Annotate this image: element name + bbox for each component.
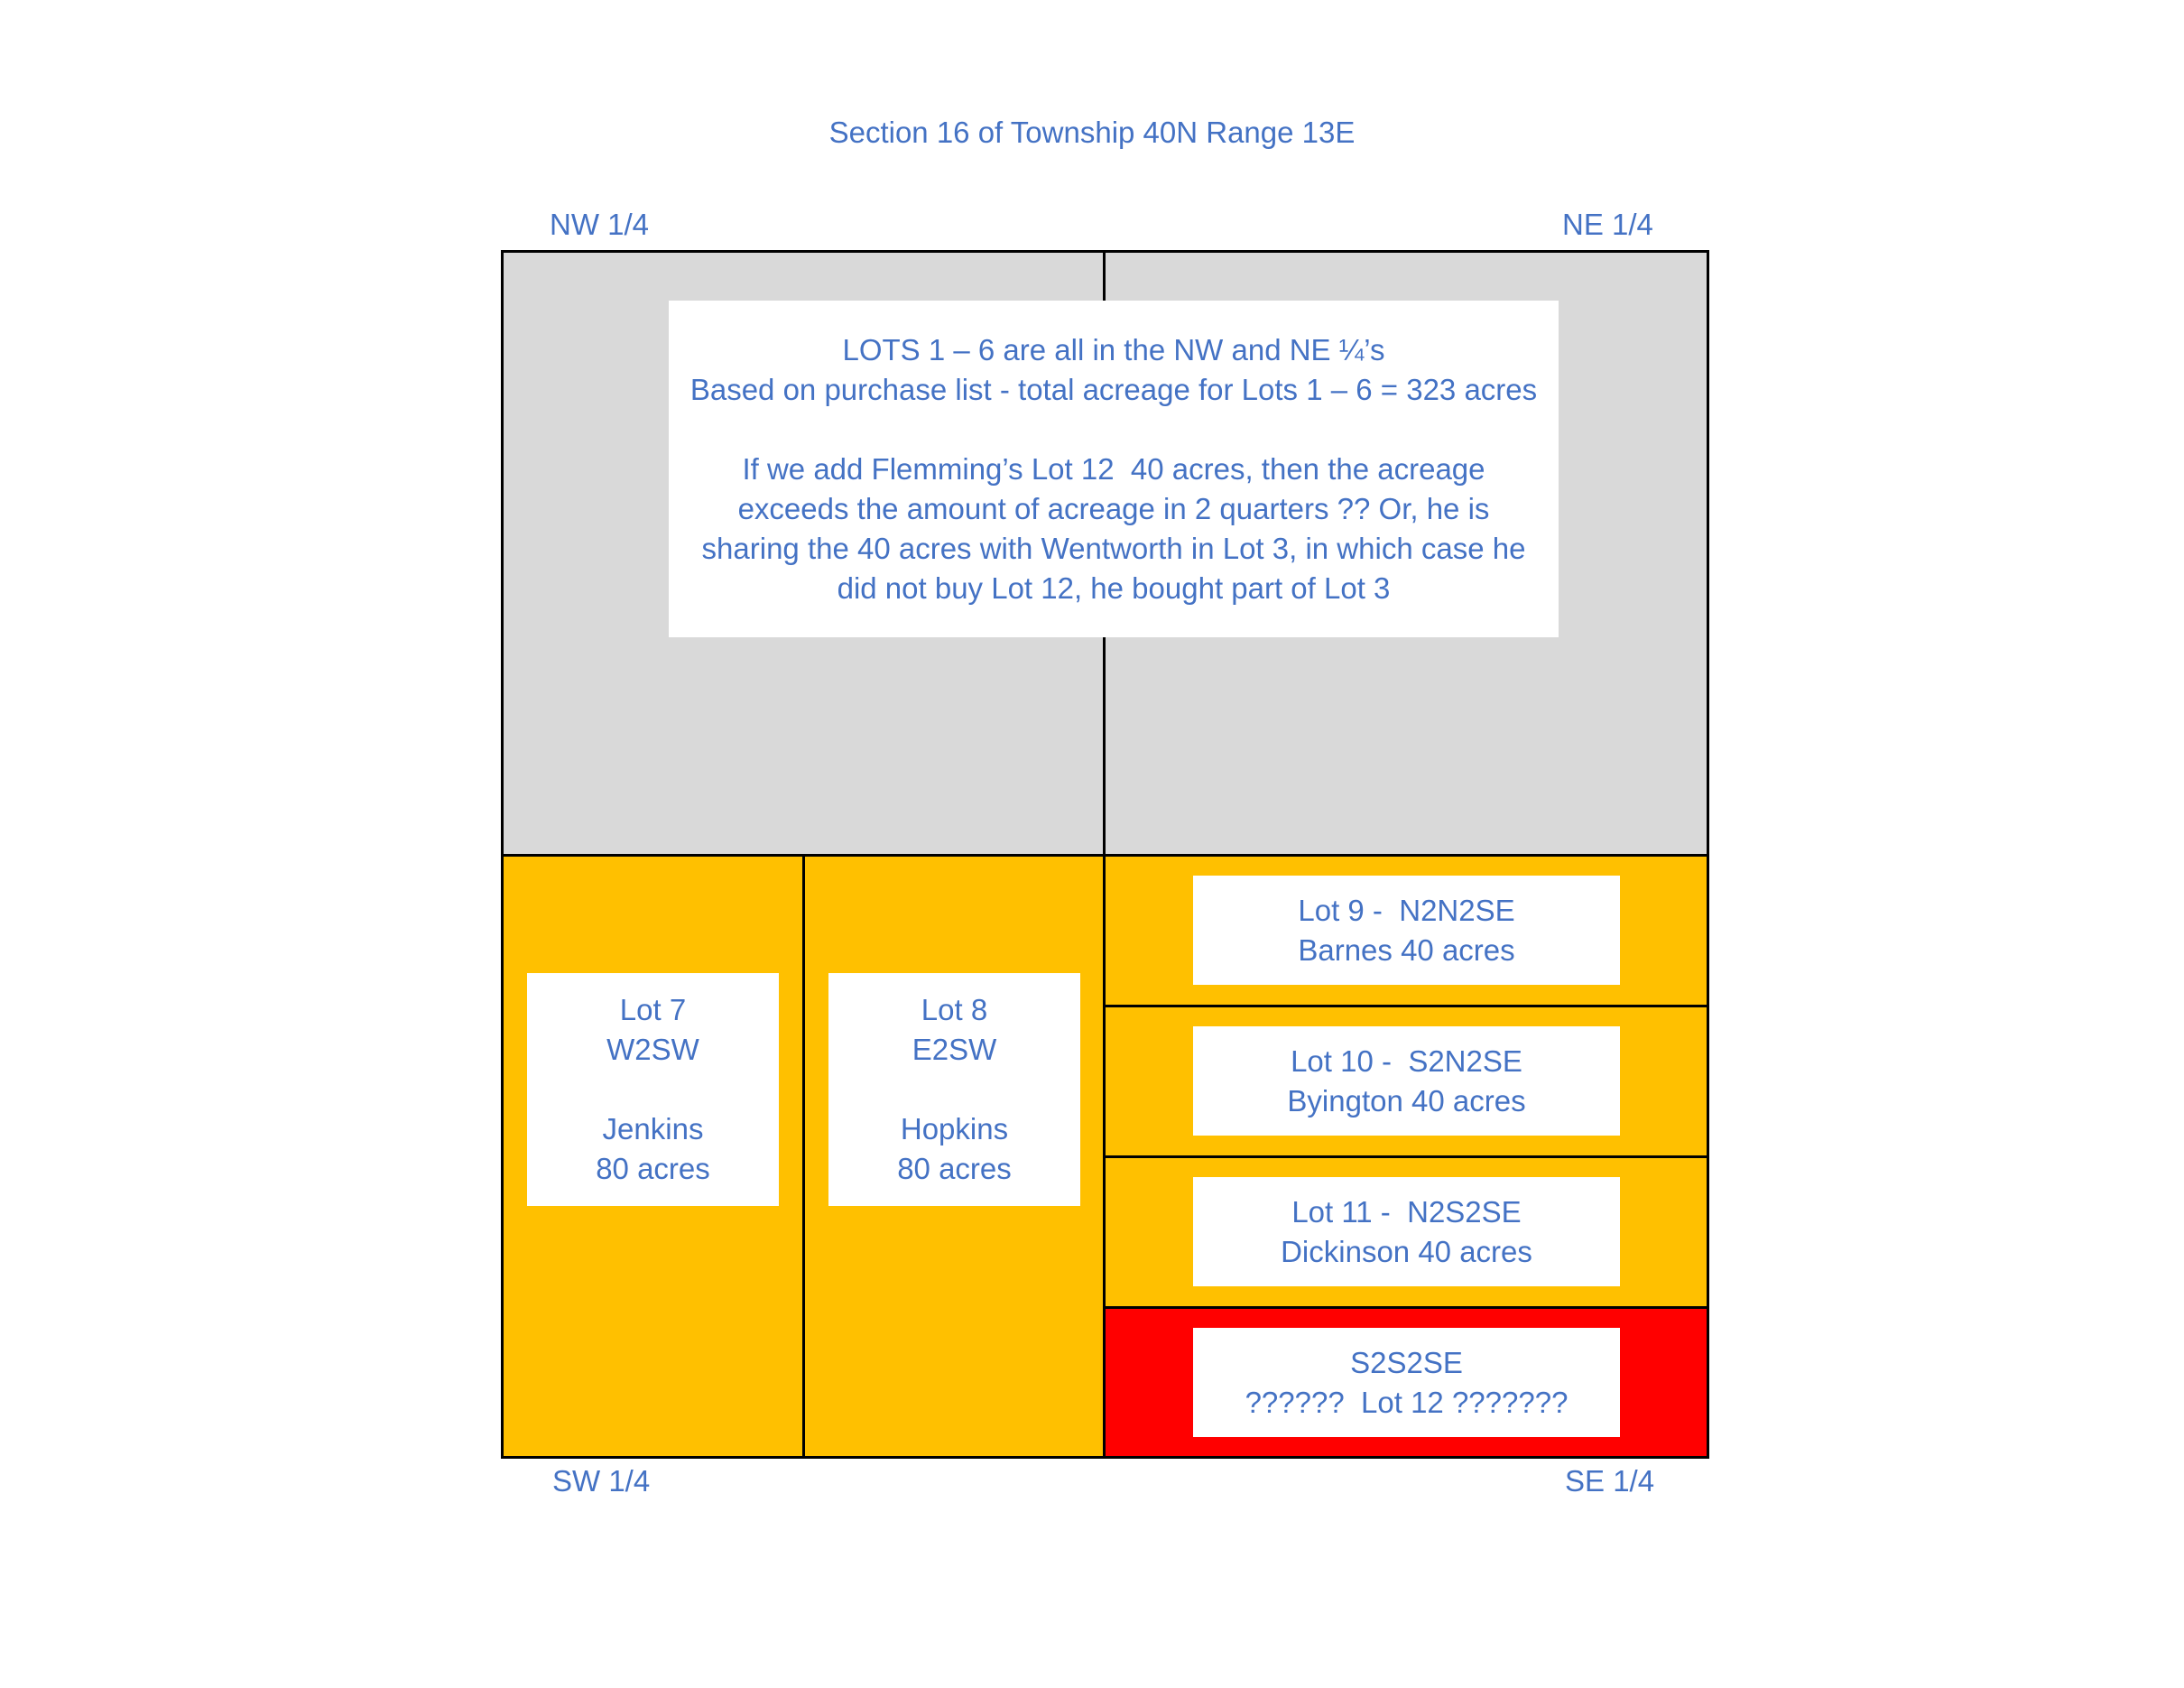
lot9-owner: Barnes 40 acres [1298,932,1515,967]
lot9-title: Lot 9 - N2N2SE [1298,893,1515,927]
lot8-description: E2SW [912,1033,997,1066]
east-west-divider [501,854,1707,857]
north-note-line: exceeds the amount of acreage in 2 quart… [737,491,1490,525]
lot11-box: Lot 11 - N2S2SE Dickinson 40 acres [1193,1177,1620,1286]
lot10-title: Lot 10 - S2N2SE [1291,1043,1522,1078]
lot8-acres: 80 acres [897,1152,1012,1185]
lot7-description: W2SW [606,1033,699,1066]
lot8-box: Lot 8 E2SW Hopkins 80 acres [828,973,1080,1206]
north-note-line: did not buy Lot 12, he bought part of Lo… [837,570,1391,605]
lot11-lot12-divider [1103,1306,1707,1309]
north-note-line: If we add Flemming’s Lot 12 40 acres, th… [742,451,1485,486]
se-quarter-label: SE 1/4 [1565,1464,1655,1498]
lot7-acres: 80 acres [596,1152,710,1185]
ne-quarter-label: NE 1/4 [1562,208,1653,241]
lot7-owner: Jenkins [602,1112,704,1145]
lot7-box: Lot 7 W2SW Jenkins 80 acres [527,973,779,1206]
lot8-number: Lot 8 [921,993,988,1026]
lot10-lot11-divider [1103,1155,1707,1158]
lot12-box: S2S2SE ?????? Lot 12 ??????? [1193,1328,1620,1437]
lot9-box: Lot 9 - N2N2SE Barnes 40 acres [1193,876,1620,985]
sw-quarter-label: SW 1/4 [552,1464,651,1498]
lot7-number: Lot 7 [619,993,687,1026]
lot8-owner: Hopkins [900,1112,1009,1145]
north-note-line: Based on purchase list - total acreage f… [689,372,1538,406]
lot10-box: Lot 10 - S2N2SE Byington 40 acres [1193,1026,1620,1136]
diagram-title: Section 16 of Township 40N Range 13E [828,116,1356,149]
lot11-title: Lot 11 - N2S2SE [1291,1194,1522,1229]
north-note-line: LOTS 1 – 6 are all in the NW and NE ¼’s [842,332,1385,366]
lot10-owner: Byington 40 acres [1287,1083,1526,1118]
lot12-label: ?????? Lot 12 ??????? [1245,1385,1569,1419]
lot12-title: S2S2SE [1350,1345,1463,1379]
nw-quarter-label: NW 1/4 [550,208,650,241]
lot9-lot10-divider [1103,1005,1707,1007]
lot11-owner: Dickinson 40 acres [1281,1234,1532,1268]
section-border [501,250,1709,1459]
north-note-box: LOTS 1 – 6 are all in the NW and NE ¼’s … [669,301,1559,637]
lot7-lot8-divider [802,854,805,1458]
north-note-line: sharing the 40 acres with Wentworth in L… [701,531,1526,565]
